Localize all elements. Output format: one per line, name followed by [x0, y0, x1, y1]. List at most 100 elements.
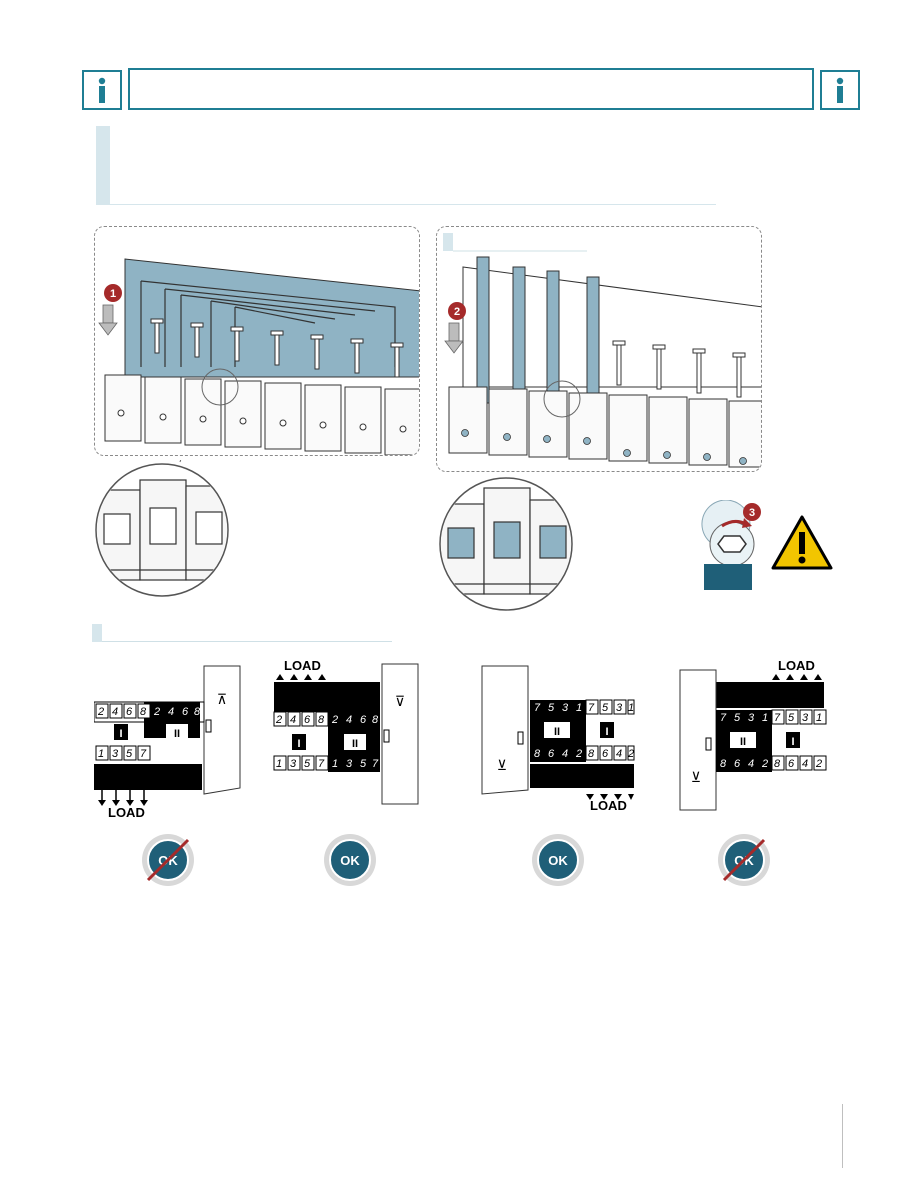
- page-margin-rule: [842, 1104, 843, 1168]
- busbar-insert-panel: 1: [94, 226, 420, 456]
- svg-text:8: 8: [720, 758, 727, 770]
- title-bar: [128, 68, 814, 110]
- load-label-1: LOAD: [108, 805, 145, 820]
- svg-text:1: 1: [628, 702, 634, 714]
- section-marker: [92, 624, 102, 642]
- warning-icon: [771, 515, 833, 570]
- svg-text:OK: OK: [340, 853, 360, 868]
- svg-text:⊼: ⊼: [217, 691, 227, 707]
- terminal-num: 2: [97, 706, 104, 718]
- load-label-2: LOAD: [284, 658, 321, 673]
- svg-text:6: 6: [734, 758, 741, 770]
- svg-text:7: 7: [140, 748, 147, 760]
- busbar-seated-illustration: 2: [443, 233, 761, 468]
- svg-text:3: 3: [346, 758, 353, 770]
- svg-text:5: 5: [788, 712, 795, 724]
- svg-text:7: 7: [720, 712, 727, 724]
- svg-text:4: 4: [748, 758, 754, 770]
- svg-text:7: 7: [318, 758, 325, 770]
- svg-text:3: 3: [616, 702, 623, 714]
- svg-text:3: 3: [802, 712, 809, 724]
- svg-text:2: 2: [331, 714, 338, 726]
- svg-text:7: 7: [774, 712, 781, 724]
- svg-text:1: 1: [576, 702, 582, 714]
- load-label-4: LOAD: [778, 658, 815, 673]
- svg-text:3: 3: [562, 702, 569, 714]
- load-label-3: LOAD: [590, 798, 627, 813]
- svg-text:2: 2: [153, 706, 160, 718]
- svg-text:4: 4: [562, 748, 568, 760]
- svg-text:8: 8: [140, 706, 147, 718]
- svg-text:4: 4: [802, 758, 808, 770]
- svg-text:1: 1: [276, 758, 282, 770]
- svg-text:8: 8: [318, 714, 325, 726]
- svg-text:8: 8: [774, 758, 781, 770]
- svg-text:4: 4: [616, 748, 622, 760]
- svg-text:I: I: [605, 726, 608, 738]
- svg-text:8: 8: [194, 706, 201, 718]
- detail-zoom-2: [439, 477, 573, 611]
- svg-text:1: 1: [816, 712, 822, 724]
- torque-screw-icon: 3: [701, 500, 761, 590]
- svg-text:2: 2: [627, 748, 634, 760]
- svg-text:6: 6: [360, 714, 367, 726]
- svg-text:8: 8: [372, 714, 379, 726]
- step-3-marker: [743, 503, 761, 521]
- busbar-insert-illustration: 1: [98, 258, 419, 455]
- svg-text:6: 6: [182, 706, 189, 718]
- svg-text:II: II: [352, 738, 358, 750]
- svg-text:OK: OK: [548, 853, 568, 868]
- intro-divider: [96, 204, 716, 205]
- svg-text:I: I: [791, 736, 794, 748]
- svg-text:7: 7: [534, 702, 541, 714]
- svg-text:6: 6: [304, 714, 311, 726]
- svg-text:5: 5: [602, 702, 609, 714]
- svg-text:8: 8: [588, 748, 595, 760]
- svg-text:2: 2: [275, 714, 282, 726]
- svg-text:2: 2: [815, 758, 822, 770]
- step-1-label: 1: [110, 288, 116, 300]
- detail-zoom-1: [95, 460, 229, 597]
- svg-text:4: 4: [290, 714, 296, 726]
- step-1-marker: [104, 284, 122, 302]
- svg-text:5: 5: [734, 712, 741, 724]
- intro-marker: [96, 126, 110, 204]
- svg-text:3: 3: [748, 712, 755, 724]
- svg-text:5: 5: [182, 748, 189, 760]
- svg-text:I: I: [297, 738, 300, 750]
- step-2-label: 2: [454, 306, 460, 318]
- svg-text:7: 7: [194, 748, 201, 760]
- svg-text:6: 6: [788, 758, 795, 770]
- busbar-seated-panel: 2: [436, 226, 762, 472]
- svg-text:6: 6: [548, 748, 555, 760]
- svg-text:8: 8: [534, 748, 541, 760]
- ok-icon-3: OK: [532, 834, 584, 886]
- svg-text:I: I: [119, 728, 122, 740]
- svg-text:7: 7: [372, 758, 379, 770]
- svg-text:1: 1: [98, 748, 104, 760]
- ok-icon-2: OK: [324, 834, 376, 886]
- svg-text:5: 5: [548, 702, 555, 714]
- svg-text:1: 1: [762, 712, 768, 724]
- svg-text:⊽: ⊽: [395, 693, 405, 709]
- svg-text:3: 3: [290, 758, 297, 770]
- svg-text:⊻: ⊻: [691, 769, 701, 785]
- svg-text:4: 4: [346, 714, 352, 726]
- info-icon-left: [82, 70, 122, 110]
- not-ok-icon-1: OK: [142, 834, 194, 886]
- svg-text:4: 4: [112, 706, 118, 718]
- svg-text:7: 7: [588, 702, 595, 714]
- svg-text:1: 1: [154, 748, 160, 760]
- svg-text:1: 1: [332, 758, 338, 770]
- svg-text:3: 3: [112, 748, 119, 760]
- step-2-marker: [448, 302, 466, 320]
- svg-text:5: 5: [126, 748, 133, 760]
- svg-text:II: II: [554, 726, 560, 738]
- svg-text:II: II: [740, 736, 746, 748]
- svg-text:5: 5: [360, 758, 367, 770]
- svg-text:6: 6: [602, 748, 609, 760]
- svg-text:3: 3: [168, 748, 175, 760]
